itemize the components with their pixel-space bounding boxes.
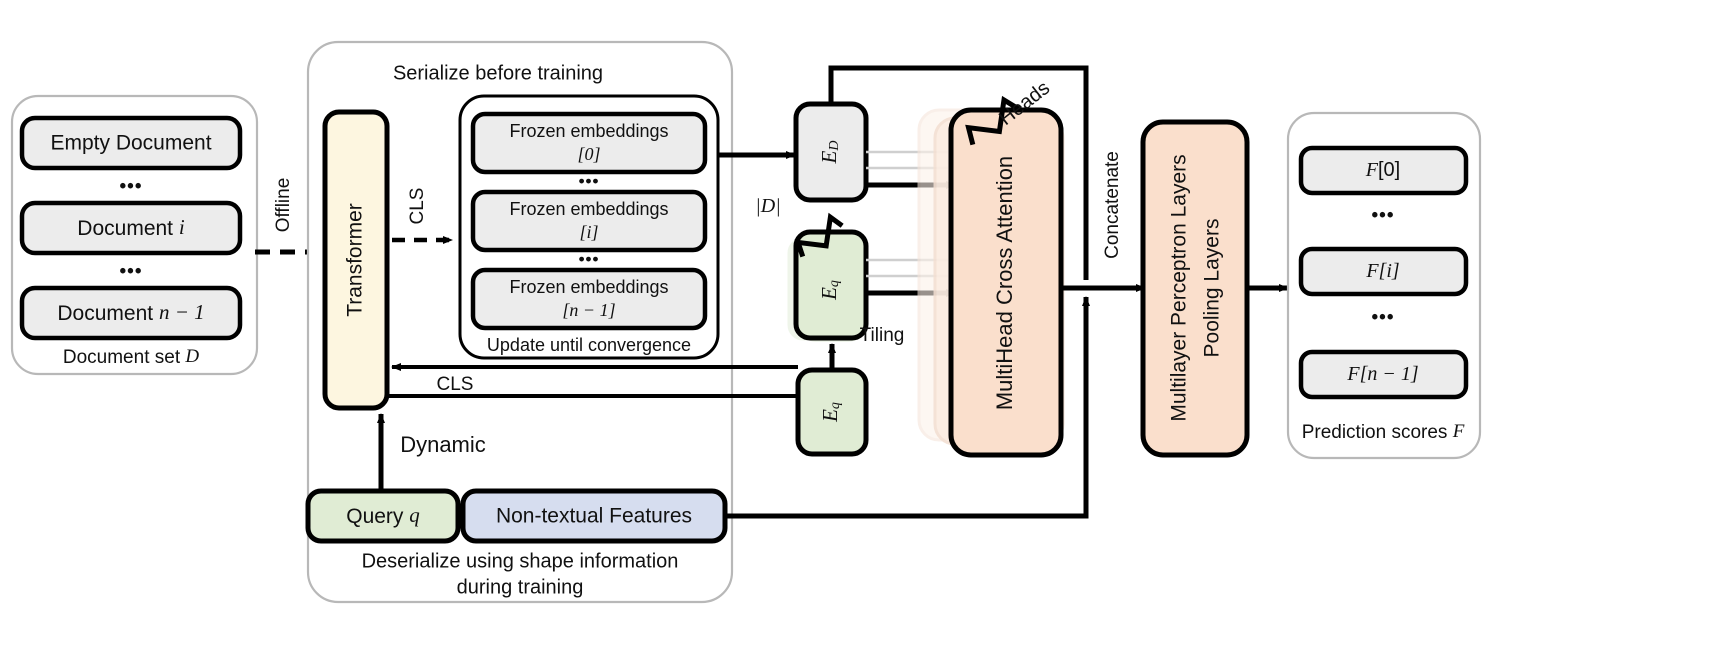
document-item-empty[interactable]: Empty Document [19,115,243,171]
document-item-label: Document i [77,215,185,240]
frozen-embedding-index: [i] [579,222,598,242]
offline-label: Offline [273,178,294,233]
frozen-embedding-0[interactable]: Frozen embeddings [0] [470,111,708,175]
dynamic-label: Dynamic [400,432,486,457]
tiling-edge: Tiling [828,325,905,370]
mlp-label-line2: Pooling Layers [1201,219,1224,358]
prediction-item-0[interactable]: F[0] [1298,145,1469,196]
mlp-label-line1: Multilayer Perceptron Layers [1168,154,1191,421]
frozen-embedding-label: Frozen embeddings [509,277,668,297]
concatenate-label: Concatenate [1102,151,1123,259]
cls-top-label: CLS [407,188,428,225]
document-item-n-1[interactable]: Document n − 1 [19,285,243,341]
document-item-label: Empty Document [50,132,211,155]
cardinality-d-brace: |D| [755,195,844,258]
features-to-concat-edge [725,296,1090,519]
prediction-item-n-1[interactable]: F[n − 1] [1298,349,1469,400]
document-ellipsis-2: ••• [120,261,143,282]
frozen-ellipsis-2: ••• [579,249,600,268]
serialize-group-header: Serialize before training [393,62,603,84]
non-textual-features-box[interactable]: Non-textual Features [460,488,728,544]
mlp-block[interactable]: Multilayer Perceptron Layers Pooling Lay… [1140,119,1250,458]
ed-label: ED [817,141,842,165]
prediction-item-label: F[i] [1365,260,1399,282]
prediction-ellipsis-1: ••• [1372,205,1395,226]
cls-feedback-edge: CLS [387,363,798,398]
cardinality-d-label: |D| [755,195,780,217]
transformer-block[interactable]: Transformer [322,109,390,411]
prediction-ellipsis-2: ••• [1372,307,1395,328]
eq-label: Eq [818,402,843,423]
query-input-box[interactable]: Query q [305,488,461,544]
prediction-item-label: F[0] [1365,159,1400,182]
document-item-label: Document n − 1 [57,300,204,325]
prediction-item-i[interactable]: F[i] [1298,246,1469,297]
cls-feedback-label: CLS [437,374,474,395]
frozen-embedding-label: Frozen embeddings [509,199,668,219]
frozen-embeddings-group: Frozen embeddings [0] ••• Frozen embeddi… [458,94,720,360]
dynamic-edge: Dynamic [377,413,486,489]
document-ellipsis-1: ••• [120,176,143,197]
prediction-item-label: F[n − 1] [1346,363,1418,385]
frozen-embedding-index: [0] [577,144,600,164]
attention-to-concat-edge: Concatenate [1061,151,1146,292]
prediction-scores-caption: Prediction scores F [1302,421,1465,443]
query-label: Query q [346,503,420,528]
attention-label: MultiHead Cross Attention [992,156,1017,410]
transformer-label: Transformer [344,203,367,317]
eq-tiled-encoder-block[interactable]: Eq [793,229,869,341]
non-textual-features-label: Non-textual Features [496,505,692,528]
ed-skip-edge [828,65,1089,280]
cls-top-edge: CLS [392,188,453,244]
frozen-embedding-label: Frozen embeddings [509,121,668,141]
tiling-label: Tiling [860,325,905,346]
prediction-scores-group: F[0] ••• F[i] ••• F[n − 1] Prediction sc… [1286,111,1482,460]
document-set-caption: Document set D [63,346,200,368]
frozen-group-caption: Update until convergence [487,335,691,355]
frozen-embedding-i[interactable]: Frozen embeddings [i] [470,189,708,253]
frozen-ellipsis-1: ••• [579,171,600,190]
eq-encoder-block[interactable]: Eq [795,367,869,457]
document-item-i[interactable]: Document i [19,200,243,256]
document-set-group: Empty Document ••• Document i ••• Docume… [10,94,259,376]
serialize-group-footer-line2: during training [457,576,584,598]
serialize-group-footer-line1: Deserialize using shape information [362,550,679,572]
ed-encoder-block[interactable]: ED [793,101,869,203]
eq-tiled-label: Eq [817,280,842,301]
frozen-embedding-index: [n − 1] [562,300,615,320]
frozen-embedding-n-1[interactable]: Frozen embeddings [n − 1] [470,267,708,331]
multihead-cross-attention-block[interactable]: MultiHead Cross Attention [948,107,1064,458]
